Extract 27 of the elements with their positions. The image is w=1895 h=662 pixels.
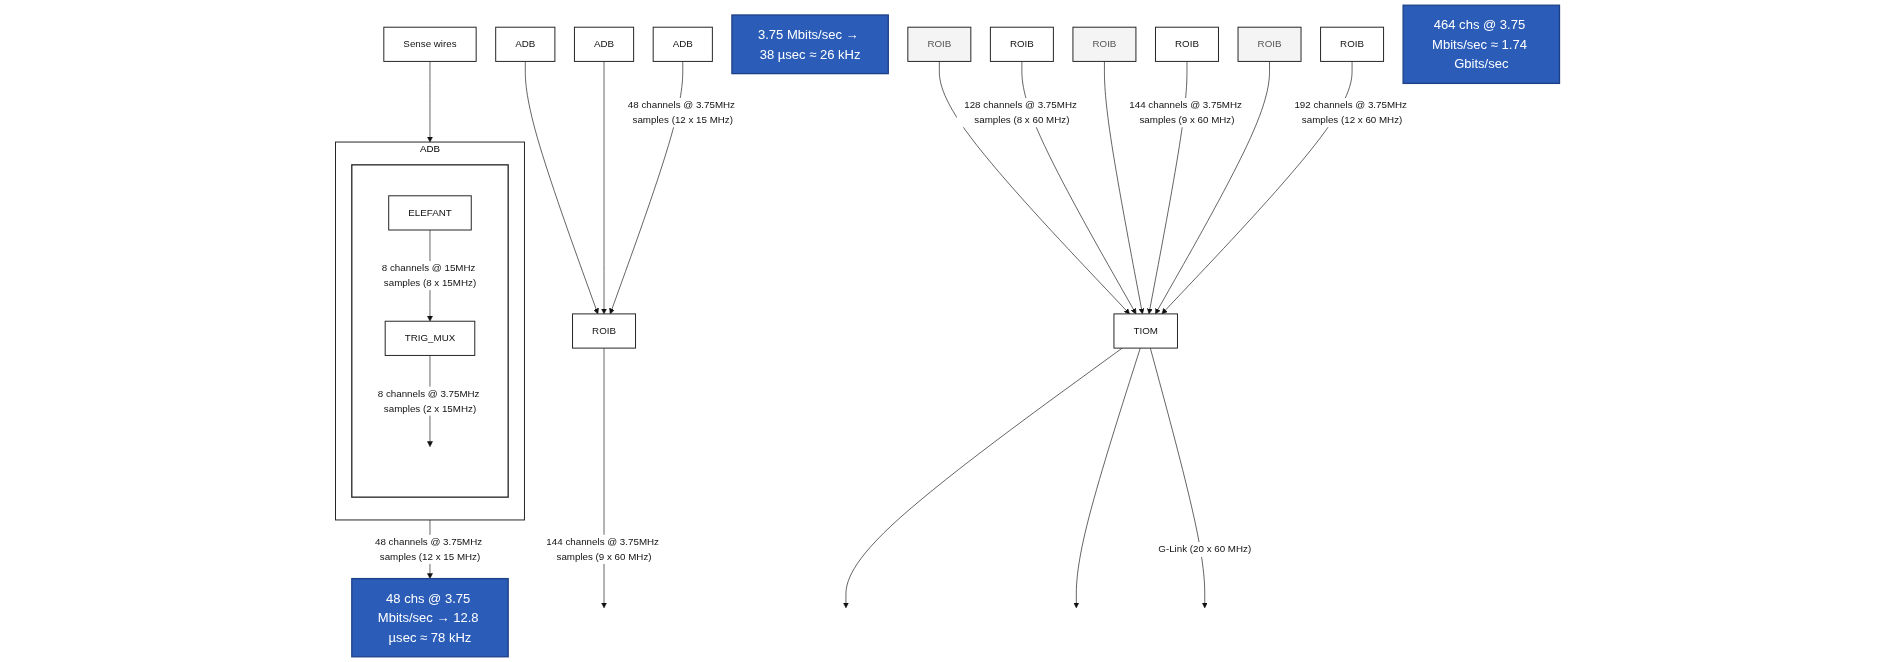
- node-box: ROIB: [572, 313, 636, 349]
- node-box: ROIB: [989, 26, 1054, 62]
- node-box: ROIB: [1155, 26, 1219, 62]
- edge-label: 192 channels @ 3.75MHz samples (12 x 60 MHz): [1294, 99, 1408, 126]
- edge-label: 48 channels @ 3.75MHz samples (12 x 15 MHz): [375, 535, 483, 562]
- node-box: 3.75 Mbits/sec → 38 µsec ≈ 26 kHz: [731, 14, 889, 75]
- node-box: ADB: [573, 26, 635, 62]
- node-box: Sense wires: [383, 26, 477, 62]
- edge-label: 144 channels @ 3.75MHz samples (9 x 60 MHz): [546, 535, 659, 562]
- edge-label: 8 channels @ 15MHz samples (8 x 15MHz): [381, 262, 477, 288]
- node-box: 48 chs @ 3.75 Mbits/sec → 12.8 µsec ≈ 78 kHz: [351, 577, 509, 658]
- edge-label: 8 channels @ 3.75MHz samples (2 x 15MHz): [377, 387, 480, 414]
- node-box: TRIG_MUX: [384, 320, 476, 356]
- edge-label: 128 channels @ 3.75MHz samples (8 x 60 MHz): [964, 99, 1077, 126]
- node-box: ROIB: [1237, 26, 1302, 62]
- edge-label: 48 channels @ 3.75MHz samples (12 x 15 MHz): [627, 99, 735, 126]
- node-box: ADB: [652, 26, 713, 62]
- node-box: TIOM: [1113, 313, 1178, 349]
- node-box: ROIB: [1320, 26, 1385, 62]
- cluster: [351, 164, 509, 498]
- node-box: ROIB: [1072, 26, 1137, 62]
- node-box: ELEFANT: [388, 195, 472, 231]
- node-box: ROIB: [907, 26, 972, 62]
- node-box: ADB: [495, 26, 556, 62]
- edge-label: 144 channels @ 3.75MHz samples (9 x 60 MHz): [1129, 99, 1242, 126]
- edge-label: G-Link (20 x 60 MHz): [1158, 543, 1252, 555]
- node-box: 464 chs @ 3.75 Mbits/sec ≈ 1.74 Gbits/sec: [1402, 4, 1561, 85]
